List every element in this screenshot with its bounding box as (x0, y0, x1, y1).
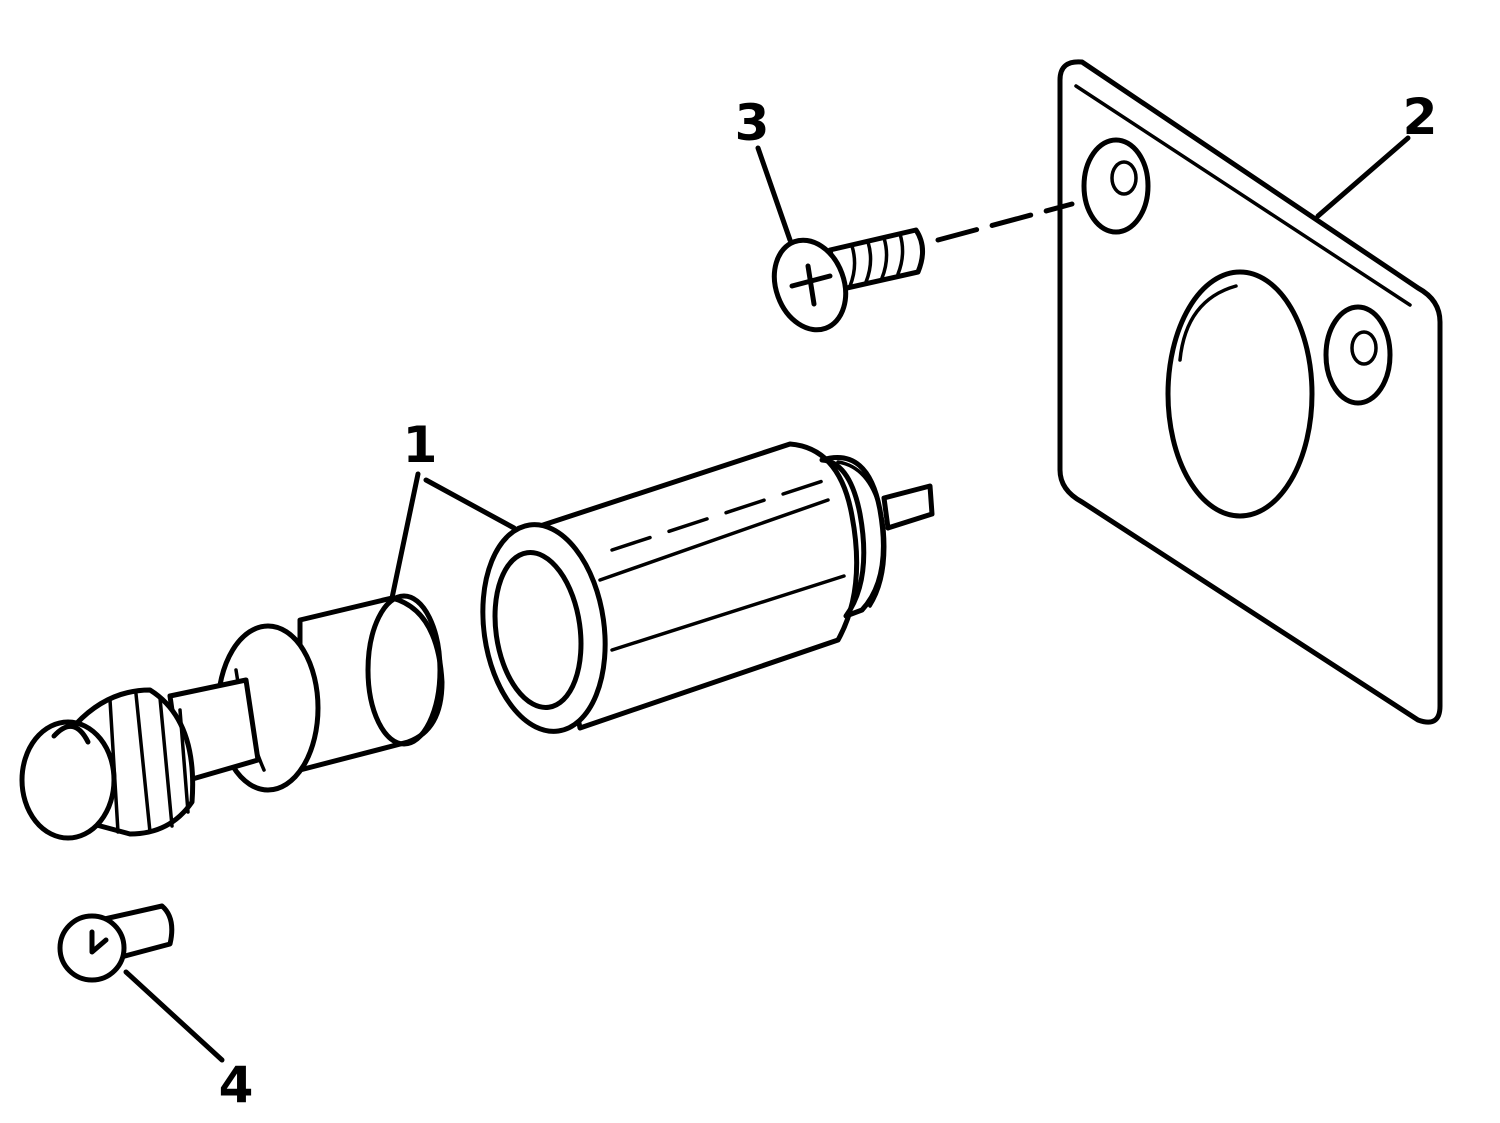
callout-3: 3 (735, 94, 770, 152)
leader-line-4 (123, 969, 225, 1063)
leader-line-2 (1315, 135, 1411, 219)
callout-1: 1 (403, 416, 438, 474)
callout-2: 2 (1403, 88, 1438, 146)
leader-line-1-receptacle (423, 477, 517, 531)
phillips-screw-icon (771, 201, 1075, 333)
mounting-plate-icon (1057, 59, 1443, 725)
receptacle-housing-icon (480, 441, 935, 734)
lighter-element-icon (19, 593, 445, 841)
bulb-icon (57, 903, 175, 983)
leader-line-3 (755, 145, 793, 243)
callout-4: 4 (219, 1056, 254, 1114)
leader-lines (123, 135, 1411, 1063)
leader-line-1-element (389, 471, 421, 601)
